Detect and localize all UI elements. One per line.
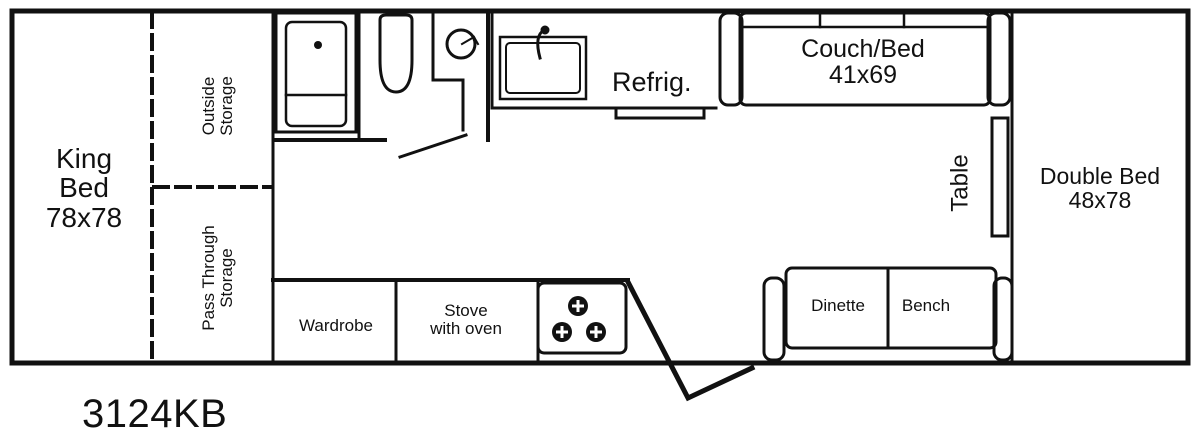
king-bed-line-3: 78x78 [45,201,123,233]
outside-storage-label: Outside Storage [199,76,236,136]
couch-bed-label: Couch/Bed 41x69 [801,35,925,90]
double-bed-label: Double Bed 48x78 [1039,163,1161,214]
stove-label: Stove with oven [430,301,502,338]
table-label: Table [946,154,974,212]
refrigerator [614,106,706,120]
kitchen-sink [498,35,588,101]
dinette-seat [784,266,998,350]
refrig-label: Refrig. [612,67,692,97]
shower-base [284,20,348,128]
table [990,116,1010,238]
couch-bed [738,11,992,107]
cooktop [536,281,628,355]
pass-through-storage-label: Pass Through Storage [199,225,236,331]
king-bed-line-2: Bed [59,172,109,204]
toilet [378,13,414,94]
king-bed-label: King Bed 78x78 [28,143,140,233]
shower-drain [314,41,322,49]
bath-sink [445,28,477,60]
model-number: 3124KB [82,392,228,436]
shower-tub [274,11,358,134]
kitchen-counter [490,11,718,110]
exterior-wall [9,8,1191,366]
bath-door [398,133,468,159]
dinette-label: Dinette [811,296,865,315]
burners [552,296,606,342]
bench-label: Bench [901,296,951,315]
wardrobe-label: Wardrobe [298,316,373,335]
king-bed-line-1: King [55,143,113,174]
entry-door [624,278,756,402]
